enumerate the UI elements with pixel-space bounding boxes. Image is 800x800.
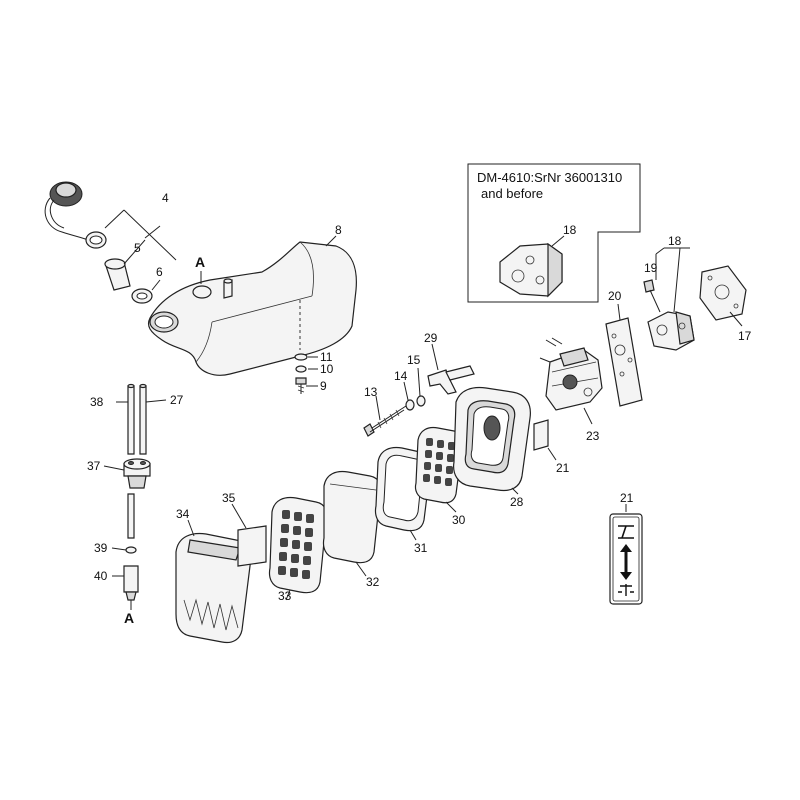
label-18-inset: 18 — [563, 223, 577, 237]
label-28: 28 — [510, 495, 524, 509]
carburetor — [539, 337, 603, 425]
label-15: 15 — [407, 353, 421, 367]
filter-grid-inner — [414, 426, 464, 513]
label-33: 33 — [278, 589, 292, 603]
label-34: 34 — [176, 507, 190, 521]
insulator-right — [643, 247, 695, 351]
label-19: 19 — [644, 261, 658, 275]
fuel-cap-group — [44, 181, 177, 304]
label-30: 30 — [452, 513, 466, 527]
label-23: 23 — [586, 429, 600, 443]
label-40: 40 — [94, 569, 108, 583]
label-20: 20 — [608, 289, 622, 303]
bolt-and-bracket — [363, 343, 475, 437]
inset-title-line2: and before — [481, 186, 543, 201]
label-plate — [231, 503, 267, 567]
label-29: 29 — [424, 331, 438, 345]
label-38: 38 — [90, 395, 104, 409]
label-32: 32 — [366, 575, 380, 589]
inset-box: DM-4610:SrNr 36001310 and before 18 — [467, 163, 641, 303]
ref-mark-a-top: A — [195, 254, 205, 270]
fuel-line-group — [103, 383, 167, 610]
label-14: 14 — [394, 369, 408, 383]
label-13: 13 — [364, 385, 378, 399]
label-4: 4 — [162, 191, 169, 205]
air-cleaner-cover — [175, 519, 252, 644]
ref-mark-a-bottom: A — [124, 610, 134, 626]
label-9: 9 — [320, 379, 327, 393]
carburetor-mount-gasket — [699, 265, 747, 327]
label-18-main: 18 — [668, 234, 682, 248]
label-10: 10 — [320, 362, 334, 376]
label-17: 17 — [738, 329, 752, 343]
filter-element — [322, 470, 382, 577]
label-27: 27 — [170, 393, 184, 407]
filter-grid-front — [268, 496, 328, 601]
air-filter-base — [453, 386, 531, 495]
label-37: 37 — [87, 459, 101, 473]
insulator-gasket-plate — [605, 303, 643, 407]
choke-label-decal — [609, 504, 643, 605]
label-6: 6 — [156, 265, 163, 279]
label-35: 35 — [222, 491, 236, 505]
label-5: 5 — [134, 241, 141, 255]
label-8: 8 — [335, 223, 342, 237]
label-39: 39 — [94, 541, 108, 555]
insulator-inset-shape — [499, 242, 563, 298]
label-21-decal: 21 — [620, 491, 634, 505]
tank-bolt-group — [294, 353, 318, 394]
carburetor-gasket — [533, 419, 557, 461]
label-11: 11 — [320, 350, 333, 364]
inset-title-line1: DM-4610:SrNr 36001310 — [477, 170, 622, 185]
label-31: 31 — [414, 541, 428, 555]
label-21-gasket: 21 — [556, 461, 570, 475]
fuel-tank — [147, 235, 357, 376]
